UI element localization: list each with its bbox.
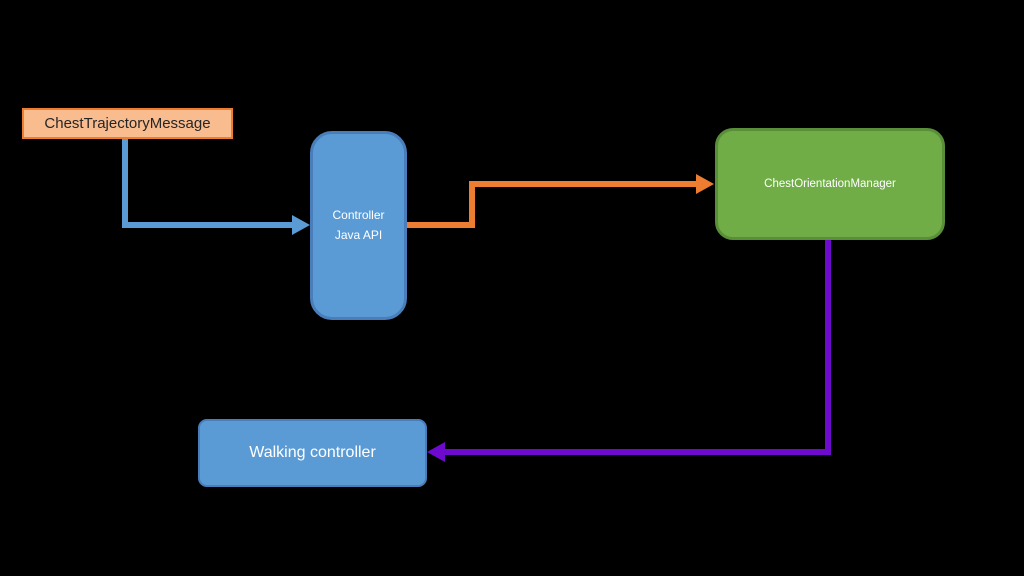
node-chest-trajectory-message: ChestTrajectoryMessage	[22, 108, 233, 139]
node-chest-orientation-manager-label: ChestOrientationManager	[764, 178, 896, 190]
node-controller-java-api-label-line2: Java API	[334, 227, 383, 242]
edge-message-to-controller-arrowhead-icon	[292, 215, 310, 235]
node-walking-controller-label: Walking controller	[249, 444, 376, 461]
edge-message-to-controller-horizontal-segment	[122, 222, 294, 228]
edge-manager-to-walking-arrowhead-icon	[427, 442, 445, 462]
node-controller-java-api: Controller Java API	[310, 131, 407, 320]
edge-controller-to-manager-vertical-segment	[469, 181, 475, 228]
edge-manager-to-walking-vertical-segment	[825, 240, 831, 452]
edge-controller-to-manager-upper-horizontal-segment	[469, 181, 698, 187]
edge-controller-to-manager-arrowhead-icon	[696, 174, 714, 194]
node-chest-orientation-manager: ChestOrientationManager	[715, 128, 945, 240]
edge-manager-to-walking-horizontal-segment	[445, 449, 831, 455]
node-walking-controller: Walking controller	[198, 419, 427, 487]
node-controller-java-api-label-line1: Controller	[332, 208, 385, 223]
node-chest-trajectory-message-label: ChestTrajectoryMessage	[44, 115, 211, 132]
edge-message-to-controller-vertical-segment	[122, 139, 128, 228]
edge-controller-to-manager-lower-horizontal-segment	[407, 222, 475, 228]
